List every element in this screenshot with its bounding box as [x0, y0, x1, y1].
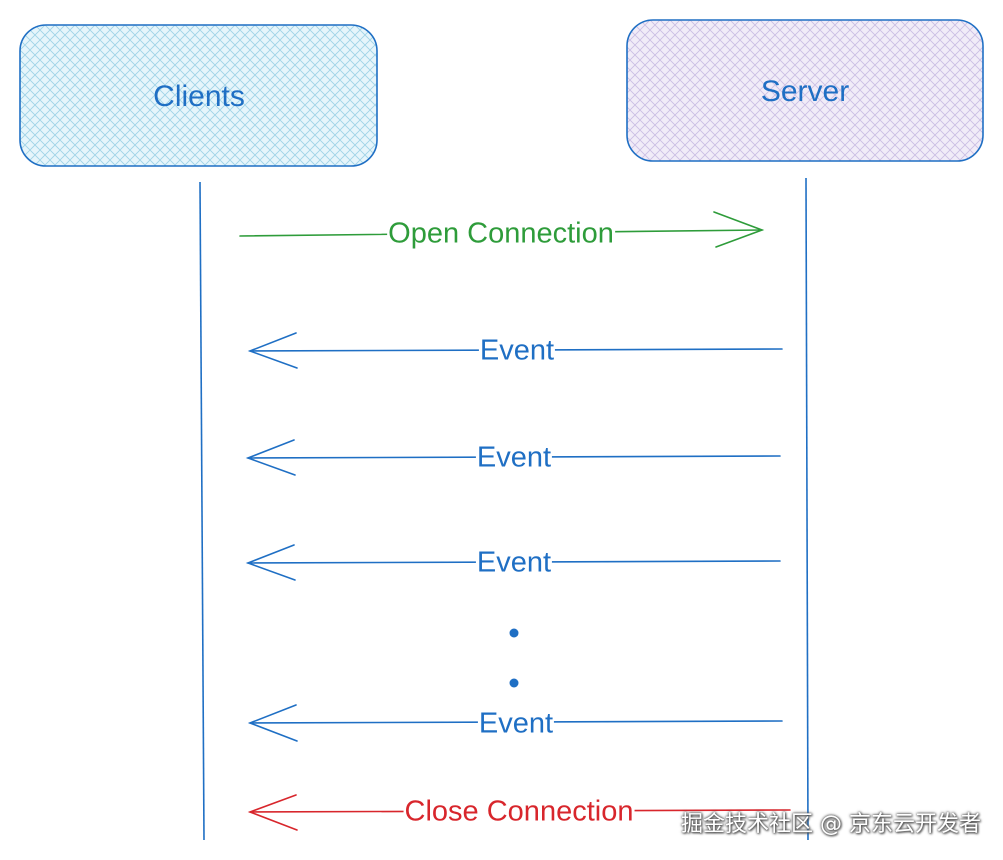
open-connection-label: Open Connection — [387, 217, 615, 250]
server-label: Server — [760, 75, 850, 108]
watermark: 掘金技术社区 @ 京东云开发者 — [681, 812, 981, 837]
client-box — [19, 24, 378, 167]
event-label-1: Event — [478, 334, 556, 367]
event-label-2: Event — [475, 441, 553, 474]
ellipsis-dot-1 — [509, 628, 519, 638]
client-lifeline — [199, 181, 205, 841]
ellipsis-dot-2 — [509, 678, 519, 688]
server-lifeline — [805, 177, 809, 841]
client-label: Clients — [153, 80, 245, 113]
server-box — [626, 19, 984, 162]
event-label-4: Event — [477, 707, 555, 740]
close-connection-label: Close Connection — [403, 795, 635, 828]
event-label-3: Event — [475, 546, 553, 579]
